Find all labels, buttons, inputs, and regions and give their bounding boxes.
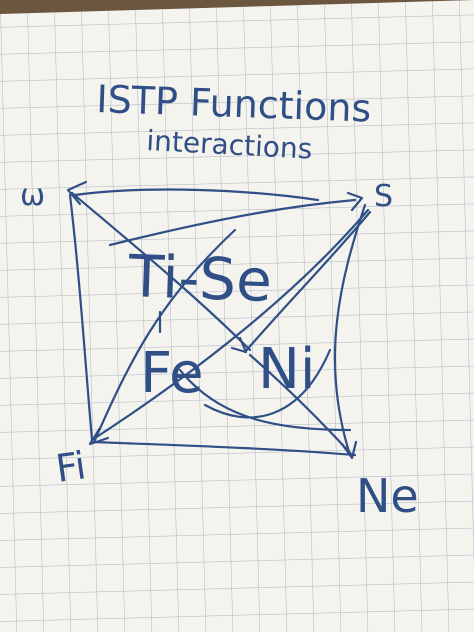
curve-inner-left — [93, 228, 237, 442]
arrow-bottom-right-to-bottom-left — [91, 440, 357, 457]
corner-label-top-left: ω — [20, 178, 45, 213]
label-ni: Ni — [258, 337, 315, 402]
arrow-top-right-to-center — [243, 210, 372, 354]
label-ti-se: Ti-Se — [127, 242, 273, 315]
curve-inner-lower — [178, 368, 352, 432]
curve-inner-right — [203, 348, 332, 419]
arrowhead-top-right — [346, 191, 364, 212]
arrow-top-right-return — [108, 198, 357, 247]
arrow-bottom-left-to-top-left — [68, 193, 94, 442]
arrow-top-left-to-center — [70, 191, 252, 352]
arrowhead-bottom-left — [88, 426, 110, 446]
arrowhead-center — [230, 336, 248, 354]
corner-label-bottom-left: Fi — [53, 443, 88, 491]
arrow-top-right-to-bottom-left — [90, 208, 370, 442]
arrow-top-left-to-top-right — [73, 188, 320, 202]
corner-label-top-right: S — [374, 179, 393, 214]
arrowhead-top-left — [66, 180, 88, 206]
arrow-top-right-to-bottom-right — [333, 203, 367, 457]
corner-label-bottom-right: Ne — [356, 469, 419, 523]
label-fe: Fe — [140, 341, 204, 406]
diagram-title: ISTP Functions — [96, 77, 372, 131]
arrowhead-bottom-right — [340, 440, 358, 460]
